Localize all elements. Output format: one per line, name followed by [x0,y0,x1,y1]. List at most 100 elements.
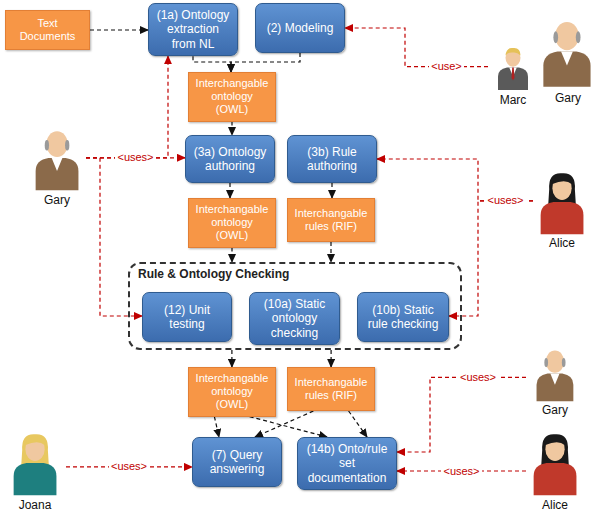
hair [45,140,49,151]
flow-connector [331,183,332,198]
process-box: (10a) Static ontology checking [249,292,340,345]
person-figure [14,434,57,495]
hair [25,436,44,445]
hair [21,434,49,467]
person-figure [543,22,590,87]
flow-connector [90,29,148,30]
shirt [550,374,559,385]
edge-label: <uses> [485,194,525,207]
suit [36,158,79,190]
hair [576,31,581,43]
hair [544,358,548,367]
edge-label: <use> [429,60,464,73]
document-note: Text Documents [5,10,90,50]
artifact-box: Interchangable ontology (OWL) [188,198,276,248]
hair [65,140,69,151]
process-box: (1a) Ontology extraction from NL [148,3,238,56]
edge-label: <uses> [109,460,149,473]
person-actor: Gary [28,125,86,207]
top [14,463,57,495]
actor-name: Gary [555,91,581,105]
process-box: (3a) Ontology authoring [185,135,275,183]
person-actor: Gary [540,15,596,105]
edge-label: <uses> [115,151,155,164]
tie [512,68,515,81]
process-box: (14b) Onto/rule set documentation [297,437,397,490]
artifact-box: Interchangable ontology (OWL) [188,367,276,417]
person-figure [541,173,584,234]
head [46,131,67,157]
person-figure [537,351,574,402]
hair [553,31,558,43]
artifact-box: Interchangable rules (RIF) [287,367,375,411]
person-actor: Alice [526,430,584,512]
actor-name: Alice [549,236,575,250]
hair [552,175,571,184]
head [555,22,579,50]
top [534,463,577,495]
actor-name: Alice [542,498,568,512]
flow-connector [331,350,332,367]
head [506,49,521,67]
box-label: (1a) Ontology extraction from NL [155,8,231,51]
edge-label: <uses> [458,371,498,384]
hair [541,434,569,467]
person-actor: Joana [4,430,66,512]
box-label: Interchangable rules (RIF) [293,376,369,402]
actor-name: Gary [542,403,568,417]
uses-connector [345,28,488,67]
person-actor: Gary [526,345,584,417]
box-label: (3b) Rule authoring [294,145,370,174]
flow-connector [214,417,219,437]
process-box: (3b) Rule authoring [287,135,377,183]
flow-connector [231,248,232,262]
shirt [52,158,63,171]
artifact-box: Interchangable ontology (OWL) [188,72,276,122]
person-actor: Alice [533,168,591,250]
box-label: Interchangable ontology (OWL) [194,203,270,243]
flow-connector [231,122,232,135]
suit [543,51,590,86]
box-label: (14b) Onto/rule set documentation [304,442,390,485]
top [541,202,584,234]
shirt [561,51,573,65]
actor-name: Joana [19,498,52,512]
box-label: Interchangable rules (RIF) [293,207,369,233]
process-box: (12) Unit testing [142,292,232,342]
uses-connector [86,158,142,316]
hair [562,358,566,367]
person-figure [36,131,79,190]
box-label: (10b) Static rule checking [364,303,442,332]
suit [498,68,528,91]
hair [545,436,564,445]
process-box: (10b) Static rule checking [357,292,449,342]
box-label: Text Documents [11,17,84,43]
uses-connector [397,377,526,452]
box-label: (10a) Static ontology checking [256,297,333,340]
box-label: (12) Unit testing [149,303,225,332]
person-figure [498,48,528,90]
head [546,351,564,373]
actor-name: Gary [44,193,70,207]
edge-label: <uses> [441,465,481,478]
flow-connector [229,183,230,198]
hair [548,173,576,206]
box-label: Interchangable ontology (OWL) [194,77,270,117]
flow-connector [330,242,331,262]
box-label: Interchangable ontology (OWL) [194,372,270,412]
group-frame: Rule & Ontology Checking (12) Unit testin… [128,262,462,350]
process-box: (7) Query answering [192,437,282,487]
artifact-box: Interchangable rules (RIF) [287,198,375,242]
process-box: (2) Modeling [255,3,345,53]
box-label: (7) Query answering [199,448,275,477]
suit [537,374,574,402]
flow-connector [349,411,367,437]
flow-connector [193,56,231,72]
flow-connector [231,53,300,72]
box-label: (3a) Ontology authoring [192,145,268,174]
actor-name: Marc [500,93,527,107]
group-heading: Rule & Ontology Checking [138,267,452,281]
uses-connector [86,56,168,158]
person-figure [534,434,577,495]
